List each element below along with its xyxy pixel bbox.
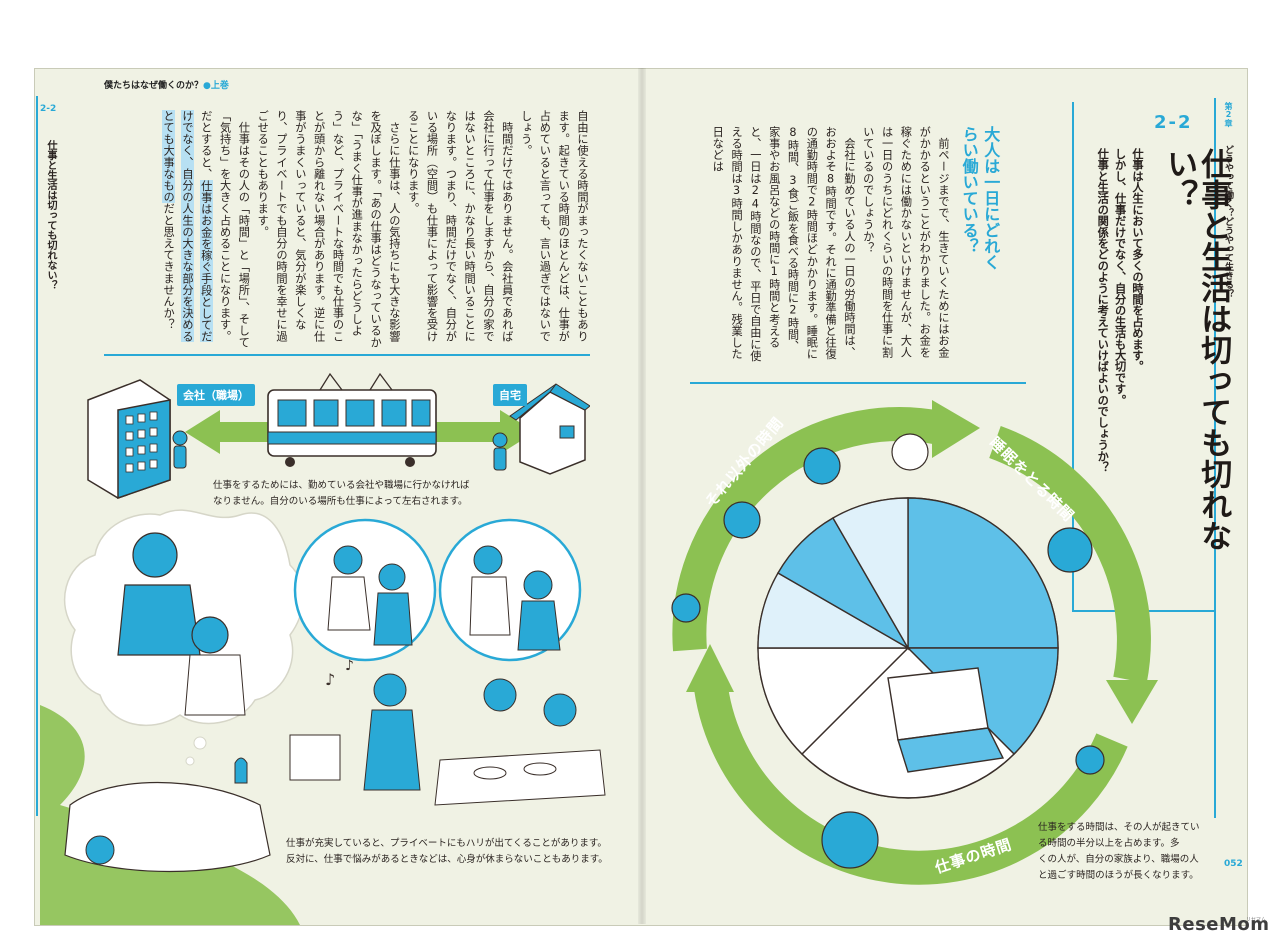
home-label: 自宅 bbox=[493, 384, 527, 406]
walking-person-icon bbox=[172, 430, 508, 471]
running-header: 僕たちはなぜ働くのか？●上巻 bbox=[104, 78, 229, 91]
page-title: 仕事と生活は切っても切れない？ bbox=[1161, 148, 1232, 551]
ring-arrow-work bbox=[693, 678, 1128, 885]
sleeping-person-icon bbox=[85, 835, 115, 865]
left-side-title: 仕事と生活は切っても切れない？ bbox=[45, 140, 56, 290]
svg-text:♪: ♪ bbox=[345, 658, 354, 674]
office-building-icon bbox=[87, 379, 171, 500]
people-around-pie bbox=[671, 433, 1105, 869]
chapter-subtitle: どうやって働く？どうやって生きる？ bbox=[1223, 145, 1233, 298]
slice-free bbox=[832, 497, 909, 651]
cat-icon bbox=[234, 757, 248, 784]
section-number: 2-2 bbox=[1154, 112, 1193, 133]
left-side-band bbox=[36, 96, 62, 816]
slice-sleep bbox=[907, 497, 1059, 649]
commute-illustration bbox=[87, 372, 590, 500]
boss-figure-icon bbox=[117, 532, 246, 716]
left-divider bbox=[104, 354, 590, 356]
futon-icon bbox=[64, 782, 271, 873]
ring-arrow-sleep bbox=[989, 426, 1151, 684]
dinner-friends-icon bbox=[434, 678, 606, 806]
mood-illustration: ♪♪ bbox=[40, 509, 606, 925]
page-number: 052 bbox=[1224, 859, 1243, 869]
train-icon bbox=[267, 372, 437, 467]
pie-chart bbox=[757, 497, 1059, 799]
karaoke-figure-icon: ♪♪ bbox=[289, 658, 421, 791]
ground-blob bbox=[40, 705, 300, 925]
left-section-number: 2-2 bbox=[40, 104, 57, 114]
commute-caption: 仕事をするためには、勤めている会社や職場に行かなければなりません。自分のいる場所… bbox=[213, 480, 470, 508]
pie-caption: 仕事をする時間は、その人が起きてい る時間の半分以上を占めます。多 くの人が、自… bbox=[1038, 822, 1200, 882]
right-divider bbox=[690, 382, 1026, 384]
volume-marker: ●上巻 bbox=[203, 81, 229, 91]
series-title: 僕たちはなぜ働くのか？ bbox=[104, 81, 204, 91]
right-side-band bbox=[1214, 98, 1240, 818]
company-label: 会社（職場） bbox=[177, 384, 255, 406]
chapter-tag: 第2章 bbox=[1224, 102, 1233, 127]
question-heading: 大人は一日にどれくらい働いている？ bbox=[959, 126, 1001, 270]
svg-text:♪: ♪ bbox=[325, 670, 335, 689]
resemom-logo: ReseMom bbox=[1168, 914, 1270, 935]
ring-arrow-other bbox=[672, 407, 944, 652]
book-gutter bbox=[638, 68, 646, 924]
resemom-logo-small: リセマム bbox=[1246, 917, 1267, 923]
house-icon bbox=[509, 383, 590, 475]
right-body-text: 前ページまでで、生きていくためにはお金がかかるということがわかりました。お金を稼… bbox=[711, 126, 950, 362]
day-pie-illustration bbox=[671, 400, 1158, 885]
title-lead: 仕事は人生において多くの時間を占めます。しかし、仕事だけでなく、自分の生活も大切… bbox=[1096, 148, 1144, 473]
left-body-text: 自由に使える時間がまったくないこともあります。起きている時間のほとんどは、仕事が… bbox=[162, 110, 589, 349]
mood-caption: 仕事が充実していると、プライベートにもハリが出てくることがあります。反対に、仕事… bbox=[286, 838, 608, 866]
